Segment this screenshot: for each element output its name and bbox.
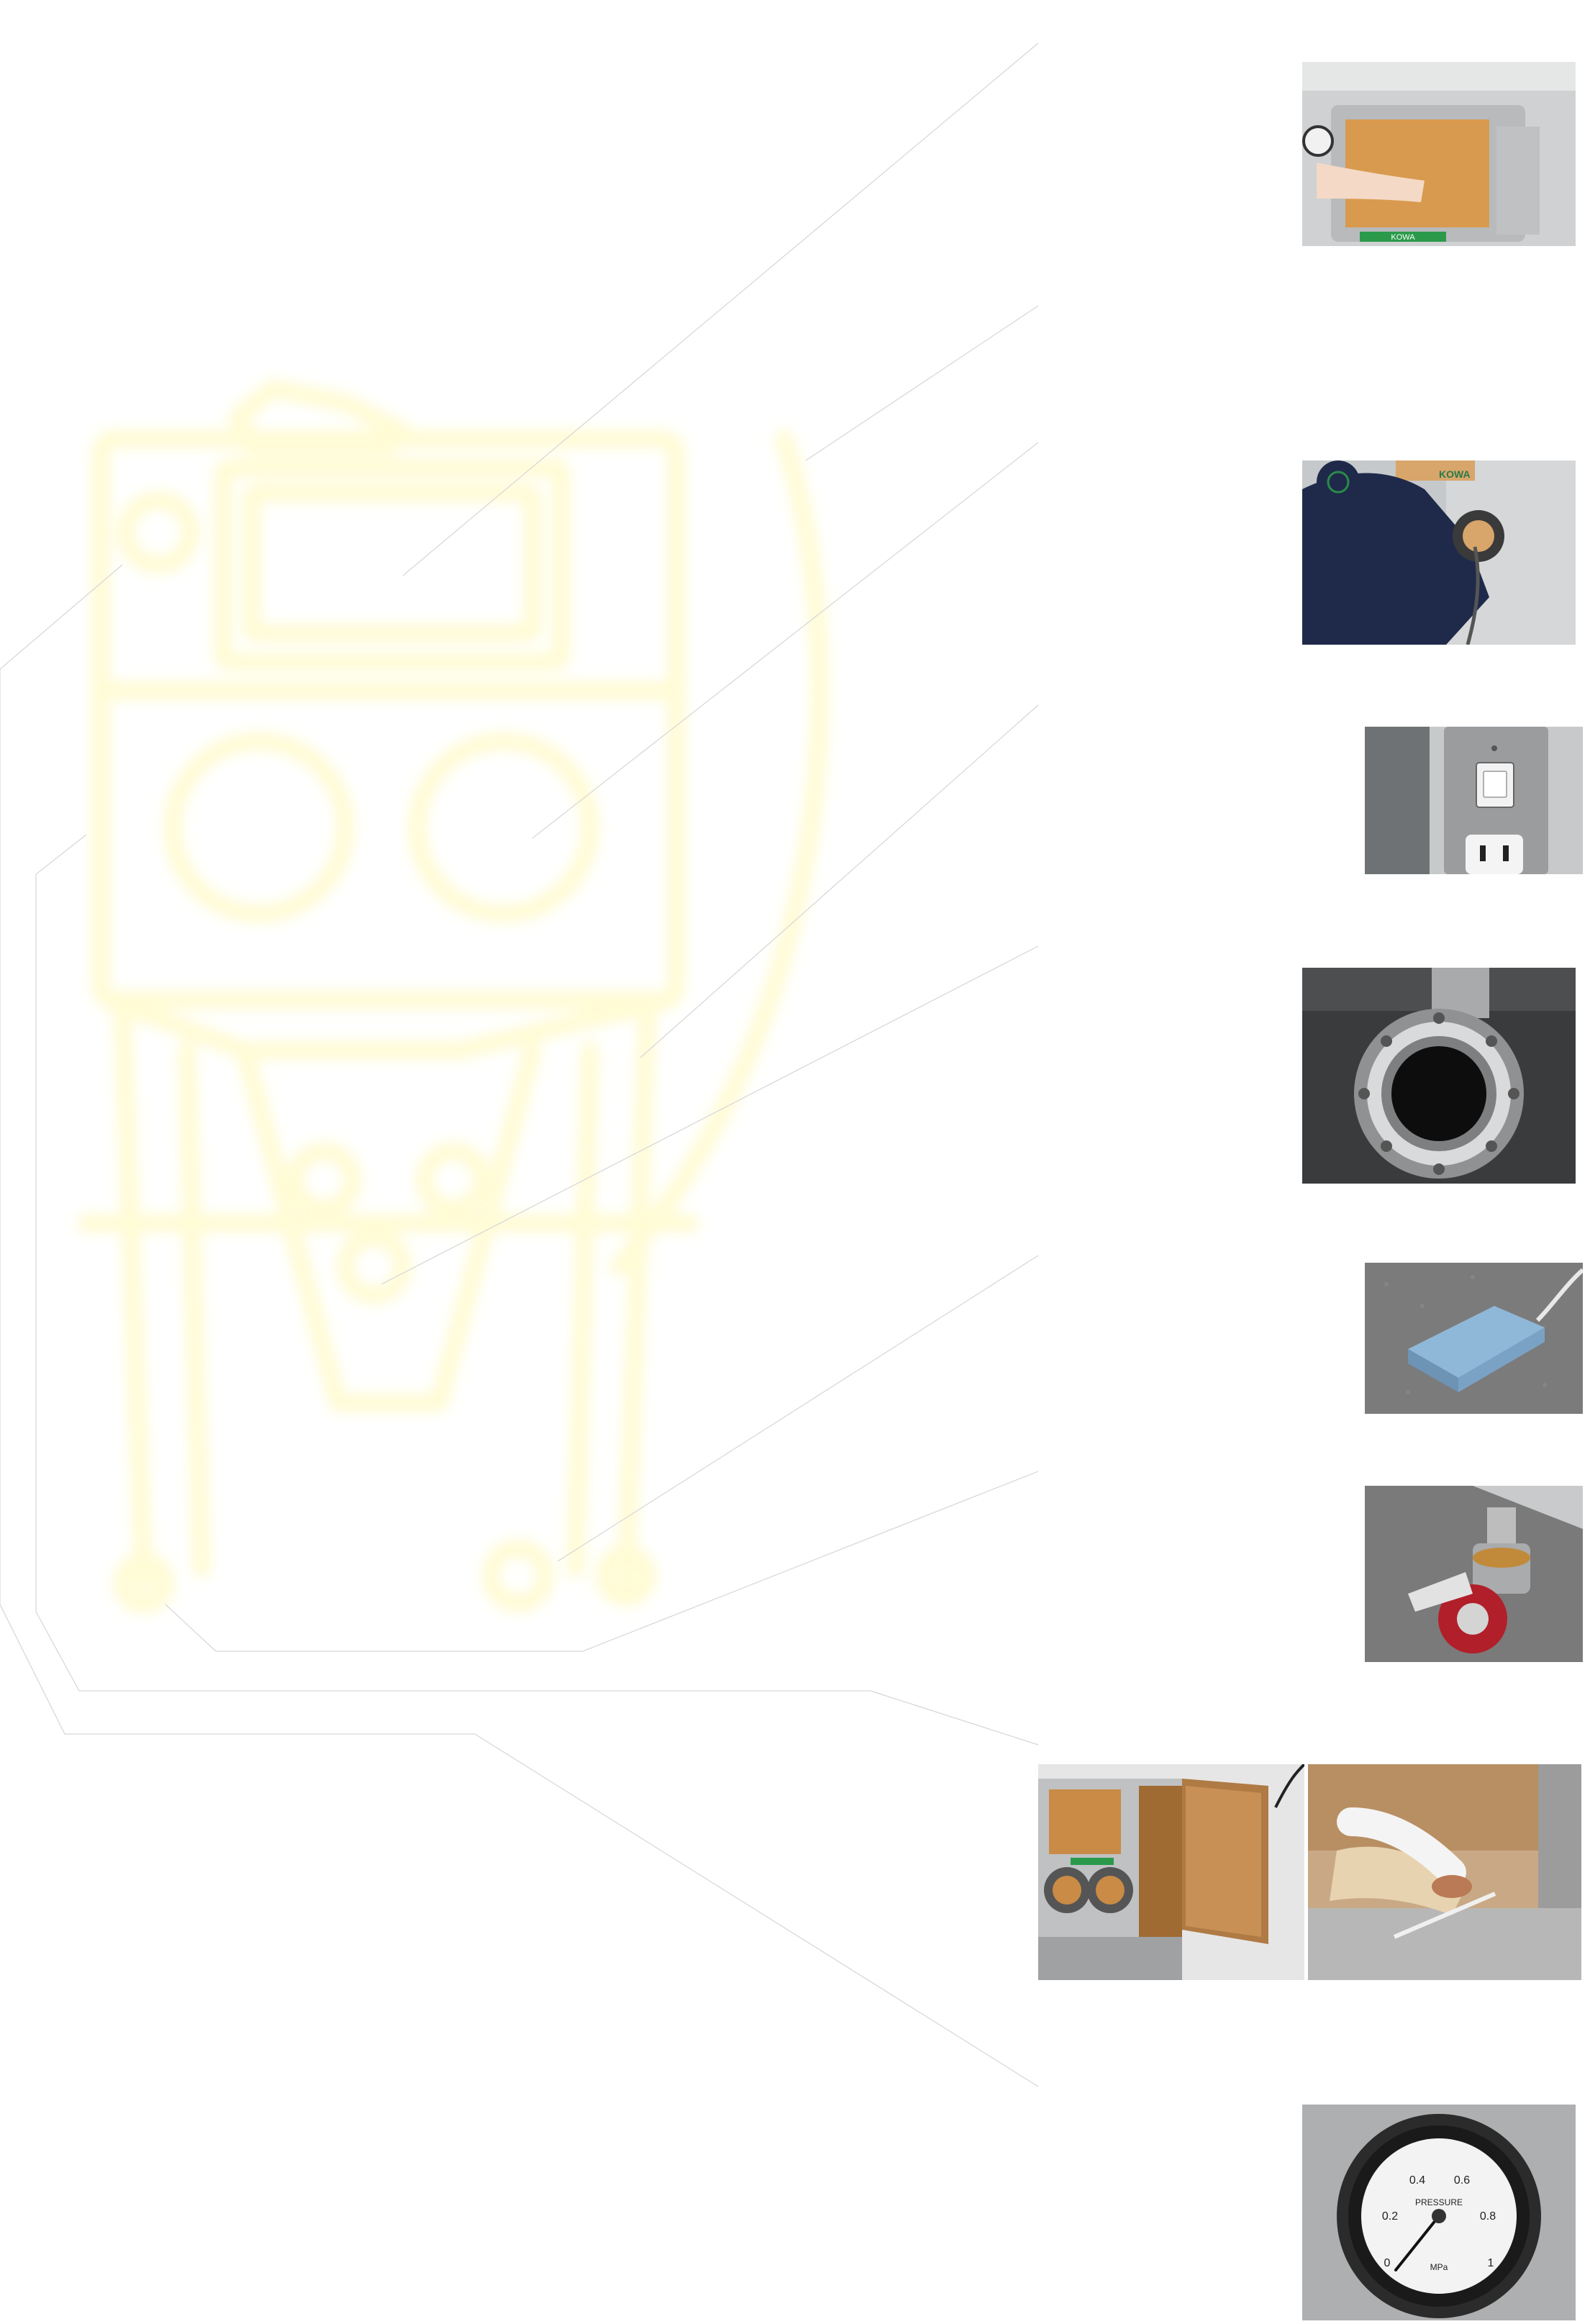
leader-line bbox=[165, 1471, 1039, 1652]
leader-line bbox=[640, 704, 1039, 1058]
photo-interior-work bbox=[1308, 1764, 1581, 1980]
photo-glove-port-ring bbox=[1302, 968, 1576, 1184]
svg-text:1: 1 bbox=[1488, 2257, 1494, 2269]
svg-text:KOWA: KOWA bbox=[1391, 233, 1415, 242]
leader-line bbox=[532, 442, 1039, 839]
photo-caster bbox=[1365, 1486, 1583, 1662]
photo-side-door-open bbox=[1038, 1764, 1304, 1980]
photo-viewing-window: KOWA bbox=[1302, 62, 1576, 246]
leader-line bbox=[402, 42, 1039, 576]
leader-line bbox=[35, 834, 1039, 1746]
leader-lines bbox=[0, 42, 1039, 2087]
svg-text:0.4: 0.4 bbox=[1409, 2174, 1425, 2187]
gauge-scale: 0 0.2 0.4 0.6 0.8 1 PRESSURE MPa bbox=[1382, 2174, 1496, 2272]
leader-line bbox=[0, 564, 1039, 2087]
leader-line bbox=[381, 945, 1039, 1285]
svg-text:0.2: 0.2 bbox=[1382, 2210, 1398, 2223]
photo-glove-port-operator: KOWA bbox=[1302, 460, 1576, 645]
photo-power-switch bbox=[1365, 727, 1583, 874]
svg-text:MPa: MPa bbox=[1430, 2262, 1448, 2272]
photo-pressure-gauge: 0 0.2 0.4 0.6 0.8 1 PRESSURE MPa bbox=[1302, 2105, 1576, 2320]
svg-text:KOWA: KOWA bbox=[1439, 468, 1471, 480]
leader-line bbox=[805, 305, 1039, 461]
leader-line bbox=[557, 1255, 1039, 1562]
svg-text:PRESSURE: PRESSURE bbox=[1415, 2197, 1463, 2207]
svg-text:0.6: 0.6 bbox=[1454, 2174, 1470, 2187]
machine-silhouette bbox=[77, 379, 830, 1614]
svg-text:0: 0 bbox=[1384, 2257, 1391, 2269]
photo-foot-pedal bbox=[1365, 1263, 1583, 1414]
svg-text:0.8: 0.8 bbox=[1480, 2210, 1496, 2223]
